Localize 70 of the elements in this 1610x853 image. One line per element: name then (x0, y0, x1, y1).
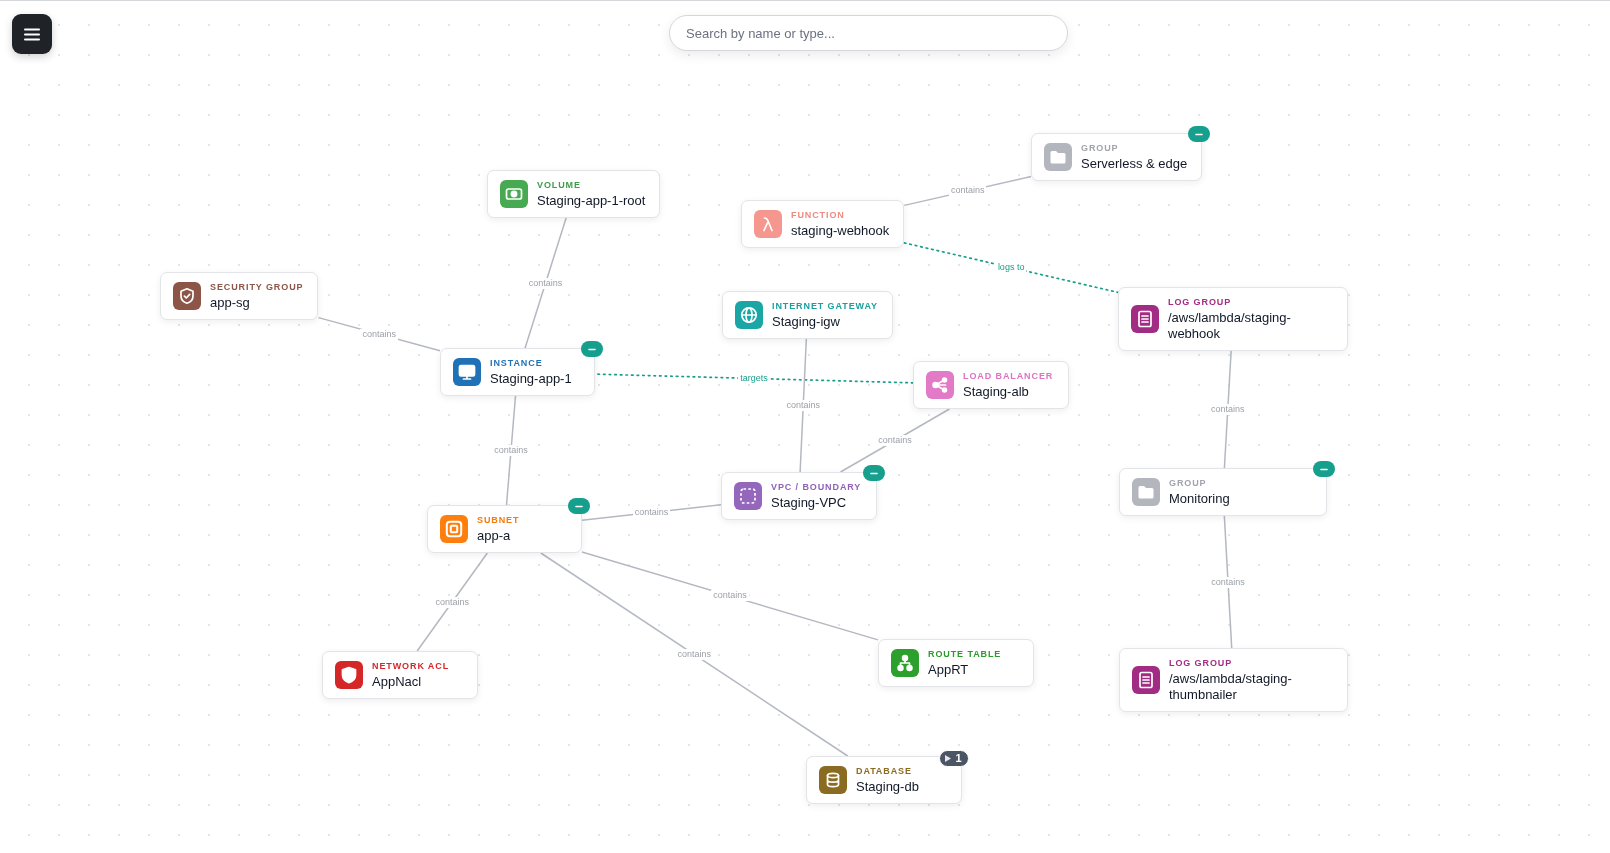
node-type: LOG GROUP (1168, 296, 1232, 308)
node-name: app-sg (210, 295, 250, 311)
node-type: VPC / BOUNDARY (771, 481, 862, 493)
edge-label: contains (948, 185, 987, 197)
resource-card (427, 505, 582, 553)
connector-line (799, 338, 808, 473)
resource-card (322, 651, 478, 699)
node-type: INTERNET GATEWAY (772, 300, 878, 312)
node-type: NETWORK ACL (372, 660, 450, 672)
resource-card (878, 639, 1034, 687)
node-type: INSTANCE (490, 357, 543, 369)
node-type: FUNCTION (791, 209, 845, 221)
resource-card (1119, 648, 1348, 712)
connector-line (581, 551, 879, 641)
resource-card (440, 348, 595, 396)
resource-card (487, 170, 661, 218)
resource-card (160, 272, 319, 320)
resource-card (913, 361, 1069, 409)
node-type: LOAD BALANCER (963, 370, 1054, 382)
node-type: SUBNET (477, 514, 520, 526)
edge-label: contains (784, 400, 822, 411)
node-type: GROUP (1169, 477, 1207, 489)
edge-label: contains (433, 596, 471, 608)
node-name: app-a (477, 528, 511, 544)
node-name: Staging-alb (963, 384, 1029, 400)
child-count: 1 (955, 752, 962, 764)
node-name: AppRT (928, 662, 969, 678)
resource-card (1118, 287, 1348, 351)
connector-line (1223, 350, 1232, 469)
node-name: Monitoring (1169, 491, 1230, 507)
edge-label: contains (711, 590, 749, 602)
node-name: /aws/lambda/staging-thumbnailer (1169, 671, 1293, 703)
node-name: /aws/lambda/staging-webhook (1168, 310, 1292, 342)
node-type: SECURITY GROUP (210, 281, 304, 293)
edge-label: contains (1209, 404, 1247, 415)
node-name: AppNacl (372, 674, 422, 690)
connector-line (540, 552, 849, 757)
resource-card (1119, 468, 1327, 516)
node-type: VOLUME (537, 179, 581, 191)
node-name: Staging-app-1-root (537, 193, 646, 209)
connector-line (416, 552, 489, 652)
edge-label: contains (1209, 576, 1247, 588)
search-field: Search by name or type... (669, 15, 1068, 51)
edge-label: contains (675, 649, 713, 660)
edge-label: contains (360, 328, 398, 340)
edge-label: logs to (995, 262, 1027, 274)
node-name: Staging-VPC (771, 495, 847, 511)
edge-label: contains (632, 507, 671, 518)
connector-line (505, 395, 517, 506)
resource-card (1031, 133, 1203, 181)
node-name: Staging-app-1 (490, 371, 572, 387)
node-type: ROUTE TABLE (928, 648, 1002, 660)
connector-line (524, 217, 567, 349)
edge-label: contains (876, 435, 914, 446)
node-name: Serverless & edge (1081, 156, 1188, 172)
node-type: LOG GROUP (1169, 657, 1233, 669)
connector-line (1223, 515, 1233, 649)
edge-label: targets (738, 373, 770, 384)
edge-label: contains (492, 445, 530, 456)
node-name: Staging-db (856, 779, 919, 795)
edge-label: contains (526, 277, 565, 289)
resource-card (741, 200, 905, 248)
dotted-connector (903, 242, 1119, 294)
resource-card (722, 291, 893, 339)
node-type: DATABASE (856, 765, 912, 777)
dotted-connector (594, 373, 914, 384)
node-type: GROUP (1081, 142, 1119, 154)
node-name: Staging-igw (772, 314, 840, 330)
node-name: staging-webhook (791, 223, 890, 239)
resource-card (721, 472, 877, 520)
